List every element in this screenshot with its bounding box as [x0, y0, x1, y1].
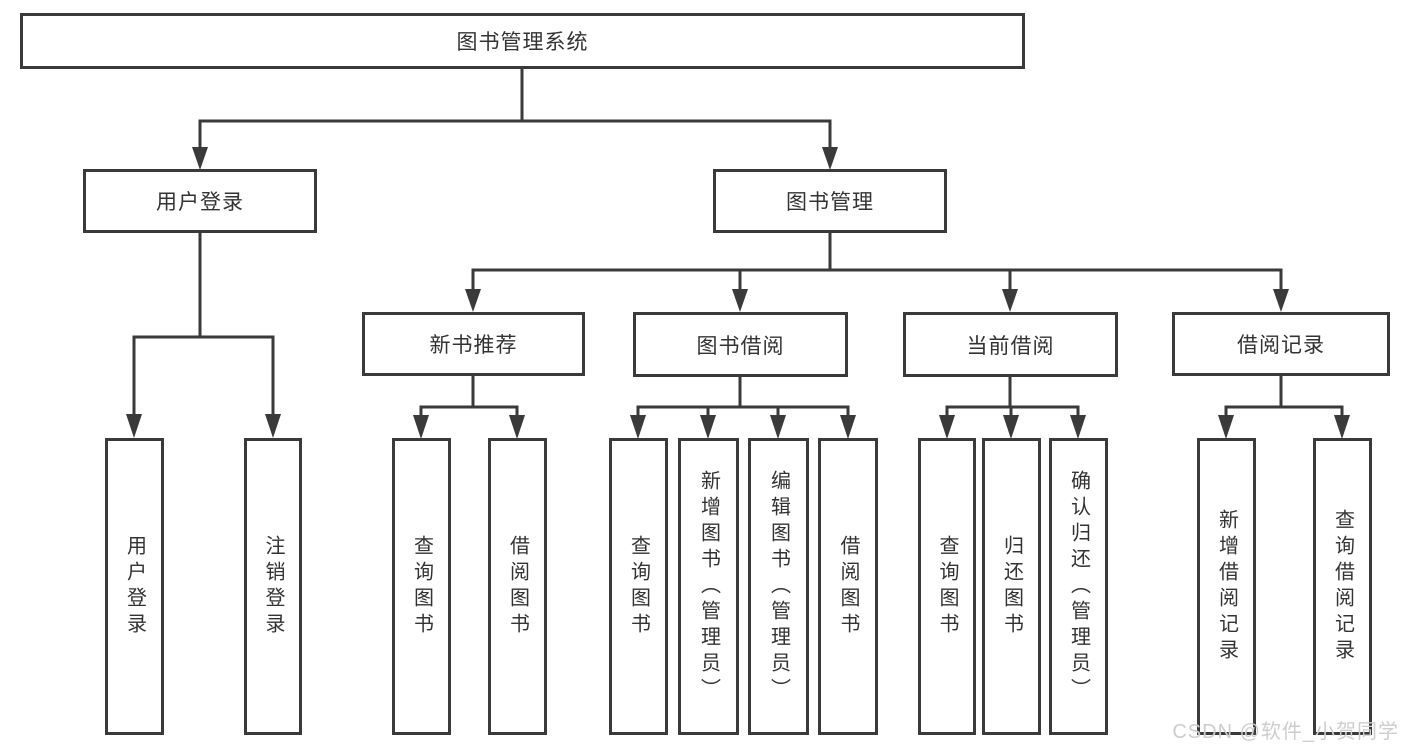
leaf-confirm-return-admin: 确认归还（管理员）: [1049, 438, 1108, 735]
node-system-root: 图书管理系统: [20, 13, 1025, 69]
node-book-management: 图书管理: [713, 169, 947, 233]
leaf-borrow-borrow-books-label: 借阅图书: [837, 534, 859, 639]
node-system-root-label: 图书管理系统: [456, 31, 589, 54]
leaf-query-borrow-record-label: 查询借阅记录: [1331, 508, 1354, 665]
node-book-borrow: 图书借阅: [633, 312, 848, 377]
node-borrow-records: 借阅记录: [1172, 312, 1390, 376]
leaf-borrow-query-books-label: 查询图书: [627, 534, 650, 639]
leaf-recommend-query-books: 查询图书: [392, 438, 451, 735]
node-current-borrow-label: 当前借阅: [966, 334, 1055, 358]
node-new-book-recommend-label: 新书推荐: [429, 334, 518, 357]
node-user-login-label: 用户登录: [156, 191, 244, 214]
leaf-current-query-books-label: 查询图书: [936, 534, 958, 639]
leaf-user-login: 用户登录: [105, 438, 164, 735]
leaf-edit-book-admin: 编辑图书（管理员）: [748, 438, 809, 735]
leaf-add-borrow-record-label: 新增借阅记录: [1215, 508, 1238, 665]
leaf-confirm-return-admin-label: 确认归还（管理员）: [1067, 469, 1090, 704]
leaf-add-book-admin: 新增图书（管理员）: [678, 438, 739, 735]
leaf-borrow-query-books: 查询图书: [609, 438, 668, 735]
node-user-login: 用户登录: [83, 169, 317, 233]
node-borrow-records-label: 借阅记录: [1237, 334, 1325, 357]
leaf-return-book-label: 归还图书: [1000, 534, 1023, 639]
leaf-add-book-admin-label: 新增图书（管理员）: [697, 469, 720, 704]
leaf-logout: 注销登录: [244, 438, 302, 735]
node-new-book-recommend: 新书推荐: [362, 312, 585, 376]
leaf-logout-label: 注销登录: [262, 534, 284, 639]
leaf-recommend-borrow-books: 借阅图书: [488, 438, 547, 735]
leaf-return-book: 归还图书: [982, 438, 1041, 735]
leaf-recommend-borrow-books-label: 借阅图书: [506, 534, 529, 639]
leaf-current-query-books: 查询图书: [918, 438, 976, 735]
csdn-watermark: CSDN @软件_小贺同学: [1172, 721, 1399, 743]
leaf-edit-book-admin-label: 编辑图书（管理员）: [767, 469, 790, 704]
node-book-borrow-label: 图书借阅: [696, 334, 785, 358]
leaf-add-borrow-record: 新增借阅记录: [1197, 438, 1256, 735]
connector-lines: [132, 67, 1344, 422]
leaf-user-login-label: 用户登录: [123, 534, 146, 639]
leaf-borrow-borrow-books: 借阅图书: [818, 438, 878, 735]
leaf-recommend-query-books-label: 查询图书: [410, 534, 433, 639]
node-book-management-label: 图书管理: [786, 191, 874, 214]
node-current-borrow: 当前借阅: [903, 312, 1118, 377]
arrowheads: [126, 147, 1350, 439]
leaf-query-borrow-record: 查询借阅记录: [1313, 438, 1372, 735]
